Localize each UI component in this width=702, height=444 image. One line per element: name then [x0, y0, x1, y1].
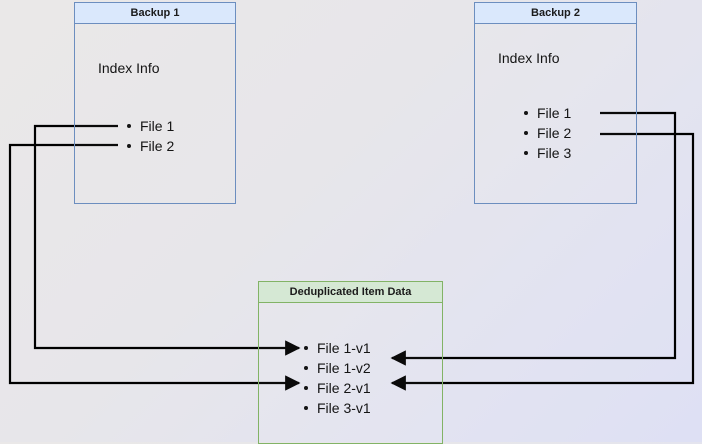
backup2-caption: Index Info	[498, 50, 560, 66]
backup1-node[interactable]: Backup 1	[74, 2, 236, 204]
list-item[interactable]: File 1	[126, 116, 174, 136]
list-item[interactable]: File 2-v1	[303, 378, 371, 398]
backup1-caption: Index Info	[98, 60, 160, 76]
list-item[interactable]: File 2	[523, 123, 571, 143]
list-item[interactable]: File 2	[126, 136, 174, 156]
list-item[interactable]: File 1	[523, 103, 571, 123]
backup2-node[interactable]: Backup 2	[474, 2, 637, 204]
list-item[interactable]: File 1-v1	[303, 338, 371, 358]
backup2-header: Backup 2	[475, 3, 636, 24]
backup2-file-list: File 1 File 2 File 3	[523, 103, 571, 163]
backup1-header: Backup 1	[75, 3, 235, 24]
dedup-item-list: File 1-v1 File 1-v2 File 2-v1 File 3-v1	[303, 338, 371, 418]
backup1-file-list: File 1 File 2	[126, 116, 174, 156]
list-item[interactable]: File 1-v2	[303, 358, 371, 378]
dedup-header: Deduplicated Item Data	[259, 282, 442, 303]
list-item[interactable]: File 3-v1	[303, 398, 371, 418]
dedup-node[interactable]: Deduplicated Item Data	[258, 281, 443, 444]
backup1-body	[75, 24, 235, 203]
list-item[interactable]: File 3	[523, 143, 571, 163]
